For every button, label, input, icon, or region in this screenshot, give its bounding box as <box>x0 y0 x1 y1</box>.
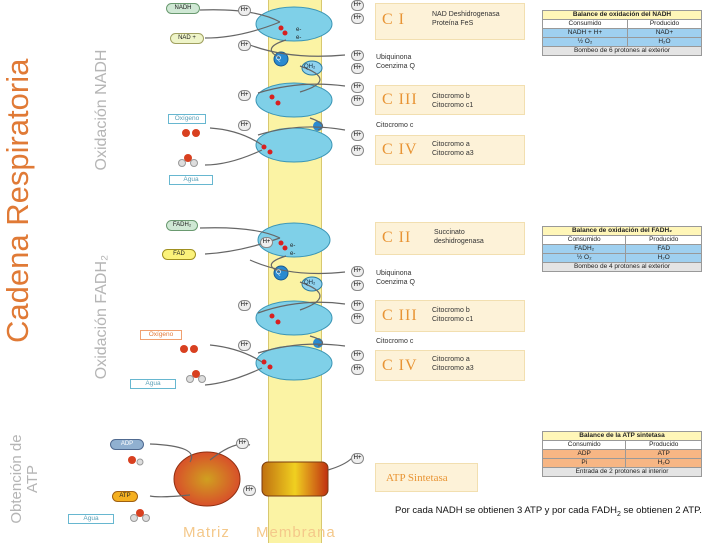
summary-note: Por cada NADH se obtienen 3 ATP y por ca… <box>395 505 713 520</box>
electron-dots <box>261 25 288 370</box>
complex-c4b-code: C IV <box>382 357 418 374</box>
balance-fadh-cell: H₂O <box>625 253 702 263</box>
ubiquinona-label-2: Ubiquinona Coenzima Q <box>376 270 415 286</box>
cytc-label-2: Citocromo c <box>376 338 414 345</box>
atp-synthase-stem <box>261 461 329 497</box>
matriz-label: Matriz <box>183 524 230 541</box>
complex-c2-code: C II <box>382 229 412 246</box>
electron-label-3: e- <box>290 243 296 249</box>
water-label-1: Agua <box>169 175 213 185</box>
balance-atp-cell: Pi <box>541 458 627 468</box>
balance-fadh-cell: ½ O₂ <box>541 253 627 263</box>
balance-fadh-table: Balance de oxidación del FADH₂ Consumido… <box>541 226 702 272</box>
complex-c4-desc: Citocromo a Citocromo a3 <box>432 141 474 157</box>
substrate-atp: ATP <box>112 491 138 502</box>
complex-c2-ellipse <box>257 222 331 258</box>
balance-atp-head-consumed: Consumido <box>541 440 627 450</box>
substrate-nadh: NADH <box>166 3 200 14</box>
balance-fadh-footer: Bombeo de 4 protones al exterior <box>542 262 702 272</box>
complex-c3-box[interactable]: C III Citocromo b Citocromo c1 <box>375 85 525 115</box>
balance-fadh-head-consumed: Consumido <box>541 235 627 245</box>
summary-note-sub: 2 <box>616 510 621 518</box>
balance-atp-footer: Entrada de 2 protones al interior <box>542 467 702 477</box>
ubiquinona-label-1: Ubiquinona Coenzima Q <box>376 54 415 70</box>
atp-synthase-label: ATP Sintetasa <box>386 472 448 484</box>
complex-c2-box[interactable]: C II Succinato deshidrogenasa <box>375 222 525 255</box>
water-label-3: Agua <box>68 514 114 524</box>
balance-atp-cell: ATP <box>625 449 702 459</box>
oxygen-label-1: Oxígeno <box>168 114 206 124</box>
balance-atp-title: Balance de la ATP sintetasa <box>542 431 702 441</box>
electron-label-4: e- <box>290 251 296 257</box>
q-label-1: Q <box>276 55 282 62</box>
complex-c3b-desc: Citocromo b Citocromo c1 <box>432 307 474 323</box>
complex-c3-code: C III <box>382 91 418 108</box>
balance-atp-cell: H₂O <box>625 458 702 468</box>
flow-lines <box>149 9 353 498</box>
balance-atp-head-produced: Producido <box>625 440 702 450</box>
complex-c1-desc: NAD Deshidrogenasa Proteína FeS <box>432 11 500 27</box>
q-label-2: Q <box>276 269 282 276</box>
complex-c1-box[interactable]: C I NAD Deshidrogenasa Proteína FeS <box>375 3 525 40</box>
complex-c4-ellipse <box>255 127 333 163</box>
summary-note-b: se obtienen 2 ATP. <box>620 505 702 516</box>
qh2-circle-1[interactable] <box>301 60 323 76</box>
substrate-fad: FAD <box>162 249 196 260</box>
water-label-2: Agua <box>130 379 176 389</box>
balance-fadh-title: Balance de oxidación del FADH₂ <box>542 226 702 236</box>
qh2-label-2: QH₂ <box>304 280 316 286</box>
cytc-label-1: Citocromo c <box>376 122 414 129</box>
substrate-fadh: FADH₂ <box>166 220 198 231</box>
substrate-adp: ADP <box>110 439 144 450</box>
water-molecules <box>128 129 206 522</box>
complex-c4b-desc: Citocromo a Citocromo a3 <box>432 356 474 372</box>
complex-c1-ellipse <box>255 6 333 42</box>
balance-fadh-cell: FAD <box>625 244 702 254</box>
substrate-nad: NAD + <box>170 33 204 44</box>
membrana-label: Membrana <box>256 524 336 541</box>
complex-c4b-box[interactable]: C IV Citocromo a Citocromo a3 <box>375 350 525 381</box>
complex-c4b-ellipse <box>255 345 333 381</box>
balance-atp-cell: ADP <box>541 449 627 459</box>
oxygen-label-2: Oxígeno <box>140 330 182 340</box>
balance-fadh-head-produced: Producido <box>625 235 702 245</box>
complex-c4-code: C IV <box>382 141 418 158</box>
balance-nadh-cell: H₂O <box>626 37 703 47</box>
complex-c3-desc: Citocromo b Citocromo c1 <box>432 93 474 109</box>
balance-nadh-cell: ½ O₂ <box>542 37 628 47</box>
balance-fadh-cell: FADH₂ <box>541 244 627 254</box>
complex-c3b-ellipse <box>255 300 333 336</box>
summary-note-a: Por cada NADH se obtienen 3 ATP y por ca… <box>395 505 617 516</box>
qh2-circle-2[interactable] <box>301 276 323 292</box>
complex-c3b-code: C III <box>382 307 418 324</box>
balance-nadh-cell: NADH + H+ <box>542 28 628 38</box>
complex-c2-desc: Succinato deshidrogenasa <box>434 229 484 245</box>
balance-nadh-footer: Bombeo de 6 protones al exterior <box>542 46 702 56</box>
electron-label-2: e- <box>296 35 302 41</box>
balance-nadh-head-produced: Producido <box>626 19 703 29</box>
q-circle-1[interactable] <box>273 51 289 67</box>
balance-nadh-head-consumed: Consumido <box>542 19 628 29</box>
electron-label-1: e- <box>296 27 302 33</box>
balance-nadh-cell: NAD+ <box>626 28 703 38</box>
qh2-label-1: QH₂ <box>304 64 316 70</box>
complex-c1-code: C I <box>382 11 405 28</box>
atp-synthase-box[interactable]: ATP Sintetasa <box>375 463 478 492</box>
complex-c3b-box[interactable]: C III Citocromo b Citocromo c1 <box>375 300 525 332</box>
complex-c4-box[interactable]: C IV Citocromo a Citocromo a3 <box>375 135 525 165</box>
atp-synthase-head <box>173 451 241 507</box>
balance-nadh-title: Balance de oxidación del NADH <box>542 10 702 20</box>
complex-c3-ellipse <box>255 82 333 118</box>
